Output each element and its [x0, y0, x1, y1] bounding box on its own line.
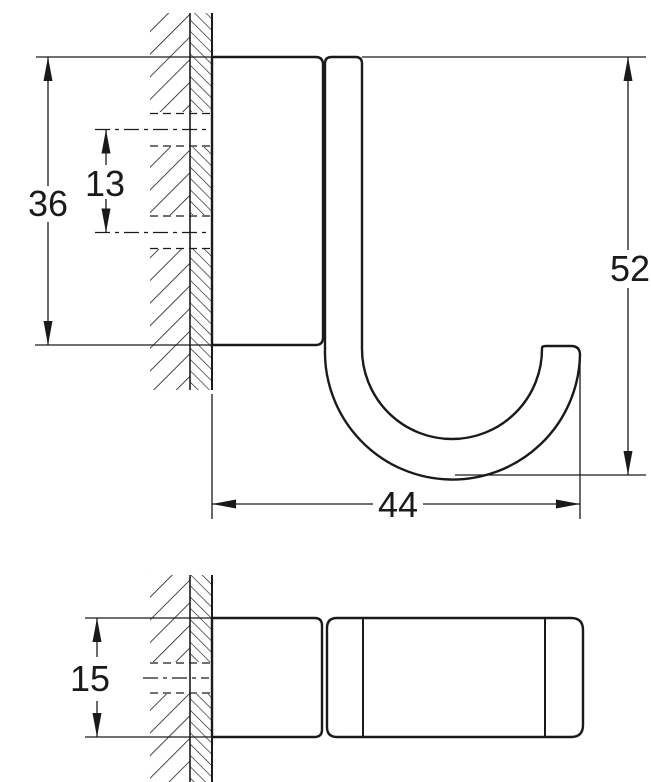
wall-hatch-inner [190, 13, 212, 390]
dimension-52: 52 [610, 57, 650, 475]
dimension-52-label: 52 [610, 248, 650, 289]
arrowhead-down [623, 451, 633, 475]
dimension-13-label: 13 [85, 163, 125, 204]
arrowhead-down [43, 321, 53, 345]
arrowhead-up [101, 129, 111, 154]
dimension-13: 13 [85, 129, 125, 233]
wall-section-side [148, 13, 214, 390]
wall-plate-plan-outline [210, 616, 324, 739]
dimension-36: 36 [28, 57, 68, 345]
dimension-44: 44 [212, 484, 580, 525]
wall-hatch-outer [150, 13, 190, 390]
arrowhead-left [212, 499, 236, 509]
side-elevation-view: 36 13 52 44 [28, 13, 650, 525]
dimension-36-label: 36 [28, 183, 68, 224]
arrowhead-up [623, 57, 633, 81]
bottom-plan-view: 15 [70, 575, 585, 782]
arrowhead-up [43, 57, 53, 81]
arrowhead-right [556, 499, 580, 509]
hook-arm-outline [323, 55, 582, 481]
arrowhead-down [92, 713, 102, 737]
dimension-15: 15 [70, 618, 110, 737]
dimension-15-label: 15 [70, 658, 110, 699]
arrowhead-down [101, 208, 111, 233]
wall-plate-outline [210, 55, 325, 347]
hook-arm-plan-outline [325, 616, 585, 739]
arrowhead-up [92, 618, 102, 642]
dimension-44-label: 44 [378, 484, 418, 525]
